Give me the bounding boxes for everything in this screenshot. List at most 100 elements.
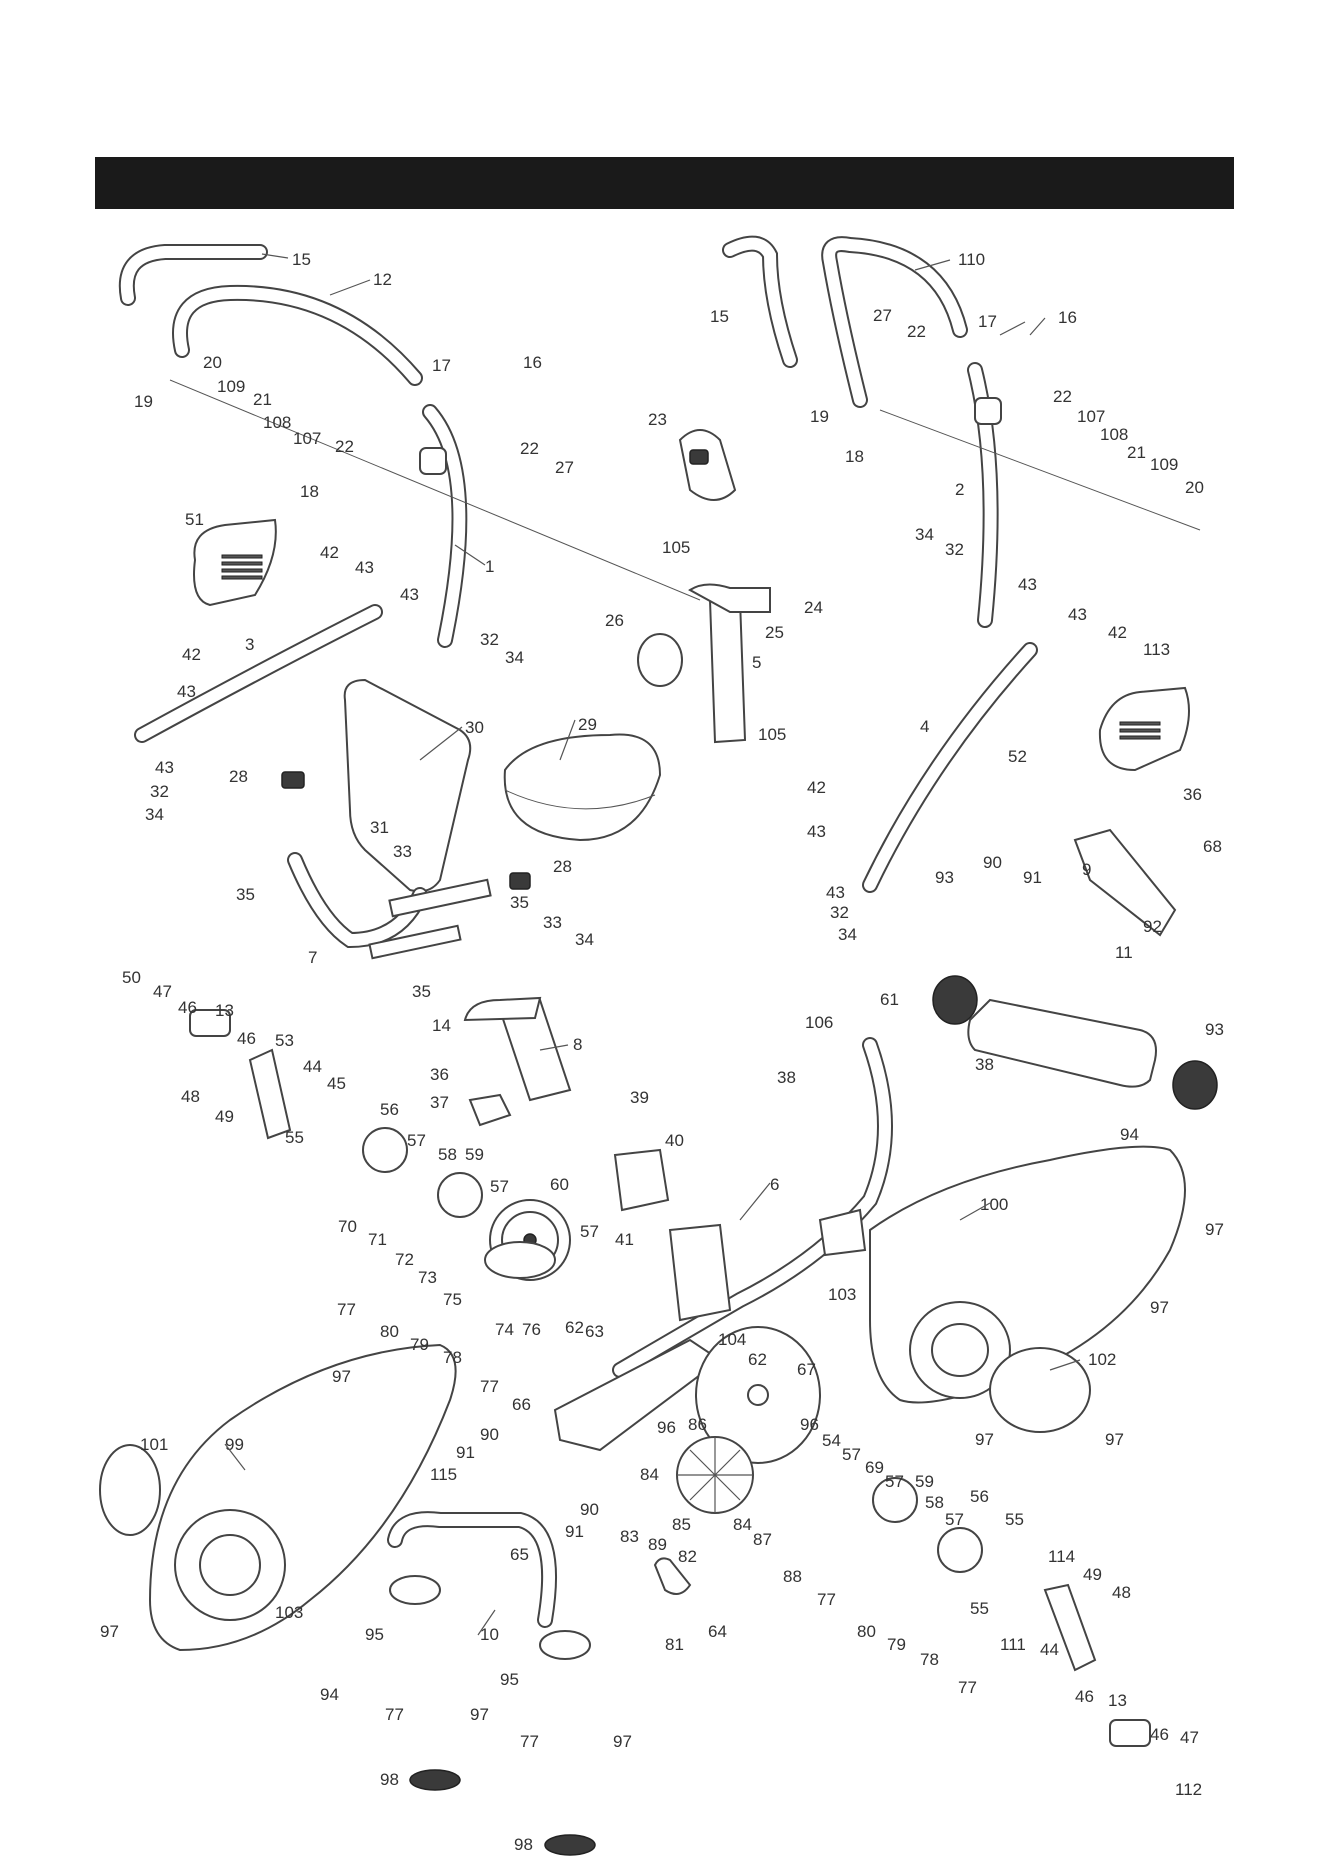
hub-56-right — [937, 1527, 983, 1573]
callout-97: 97 — [613, 1732, 632, 1751]
callout-97: 97 — [100, 1622, 119, 1641]
callout-77: 77 — [337, 1300, 356, 1319]
callout-30: 30 — [465, 718, 484, 737]
callout-97: 97 — [470, 1705, 489, 1724]
callout-62: 62 — [565, 1318, 584, 1337]
header-bar — [95, 157, 1234, 209]
callout-43: 43 — [355, 558, 374, 577]
hub-56-left — [362, 1127, 408, 1173]
callout-27: 27 — [873, 306, 892, 325]
callout-59: 59 — [915, 1472, 934, 1491]
callout-49: 49 — [215, 1107, 234, 1126]
callout-103: 103 — [275, 1603, 303, 1622]
console-mast-5 — [708, 599, 747, 744]
callout-40: 40 — [665, 1131, 684, 1150]
callout-66: 66 — [512, 1395, 531, 1414]
callout-94: 94 — [320, 1685, 339, 1704]
callout-57: 57 — [945, 1510, 964, 1529]
seat-back-30 — [343, 678, 472, 893]
callout-7: 7 — [308, 948, 317, 967]
callout-11: 11 — [1115, 943, 1133, 962]
callout-22: 22 — [520, 439, 539, 458]
callout-labels: 15 12 20 109 19 21 108 107 22 17 16 18 2… — [100, 250, 1224, 1854]
callout-46: 46 — [1150, 1725, 1169, 1744]
seat-29 — [503, 733, 662, 842]
callout-83: 83 — [620, 1527, 639, 1546]
callout-43: 43 — [155, 758, 174, 777]
callout-43: 43 — [1068, 605, 1087, 624]
callout-77: 77 — [817, 1590, 836, 1609]
disc-59-left — [437, 1172, 483, 1218]
callout-96: 96 — [657, 1418, 676, 1437]
callout-97: 97 — [1150, 1298, 1169, 1317]
sensor-82 — [653, 1557, 692, 1595]
callout-93: 93 — [935, 868, 954, 887]
callout-16: 16 — [1058, 308, 1077, 327]
callout-26: 26 — [605, 611, 624, 630]
callout-31: 31 — [370, 818, 389, 837]
leveler-98-right — [544, 1834, 596, 1856]
callout-55: 55 — [285, 1128, 304, 1147]
callout-95: 95 — [500, 1670, 519, 1689]
callout-2: 2 — [955, 480, 964, 499]
callout-106: 106 — [805, 1013, 833, 1032]
callout-21: 21 — [253, 390, 272, 409]
callout-42: 42 — [1108, 623, 1127, 642]
callout-32: 32 — [150, 782, 169, 801]
callout-58: 58 — [438, 1145, 457, 1164]
callout-57: 57 — [407, 1131, 426, 1150]
crank-arm-114 — [1043, 1583, 1097, 1672]
callout-34: 34 — [505, 648, 524, 667]
callout-93: 93 — [1205, 1020, 1224, 1039]
callout-58: 58 — [925, 1493, 944, 1512]
callout-109: 109 — [1150, 455, 1178, 474]
callout-37: 37 — [430, 1093, 449, 1112]
callout-43: 43 — [807, 822, 826, 841]
callout-52: 52 — [1008, 747, 1027, 766]
callout-97: 97 — [1205, 1220, 1224, 1239]
callout-34: 34 — [575, 930, 594, 949]
callout-41: 41 — [615, 1230, 634, 1249]
callout-43: 43 — [177, 682, 196, 701]
callout-72: 72 — [395, 1250, 414, 1269]
callout-16: 16 — [523, 353, 542, 372]
knob-26 — [637, 633, 683, 687]
callout-57: 57 — [842, 1445, 861, 1464]
callout-111: 111 — [1000, 1635, 1026, 1654]
pivot-hub-left — [419, 447, 447, 475]
callout-47: 47 — [153, 982, 172, 1001]
callout-34: 34 — [838, 925, 857, 944]
foot-pad-95-right — [539, 1630, 591, 1660]
crank-13-right — [1109, 1719, 1151, 1747]
callout-46: 46 — [237, 1029, 256, 1048]
callout-55: 55 — [970, 1599, 989, 1618]
callout-20: 20 — [1185, 478, 1204, 497]
callout-91: 91 — [1023, 868, 1042, 887]
callout-99: 99 — [225, 1435, 244, 1454]
seat-tube-40 — [613, 1148, 670, 1212]
callout-79: 79 — [410, 1335, 429, 1354]
callout-42: 42 — [807, 778, 826, 797]
callout-32: 32 — [945, 540, 964, 559]
callout-77: 77 — [385, 1705, 404, 1724]
callout-92: 92 — [1143, 917, 1162, 936]
callout-70: 70 — [338, 1217, 357, 1236]
callout-78: 78 — [920, 1650, 939, 1669]
callout-46: 46 — [178, 998, 197, 1017]
callout-34: 34 — [145, 805, 164, 824]
callout-47: 47 — [1180, 1728, 1199, 1747]
callout-79: 79 — [887, 1635, 906, 1654]
callout-77: 77 — [520, 1732, 539, 1751]
callout-45: 45 — [327, 1074, 346, 1093]
callout-105: 105 — [758, 725, 786, 744]
callout-85: 85 — [672, 1515, 691, 1534]
callout-10: 10 — [480, 1625, 499, 1644]
callout-90: 90 — [580, 1500, 599, 1519]
callout-100: 100 — [980, 1195, 1008, 1214]
callout-69: 69 — [865, 1458, 884, 1477]
end-cap-28 — [281, 771, 305, 789]
callout-18: 18 — [845, 447, 864, 466]
callout-8: 8 — [573, 1035, 582, 1054]
callout-103: 103 — [828, 1285, 856, 1304]
